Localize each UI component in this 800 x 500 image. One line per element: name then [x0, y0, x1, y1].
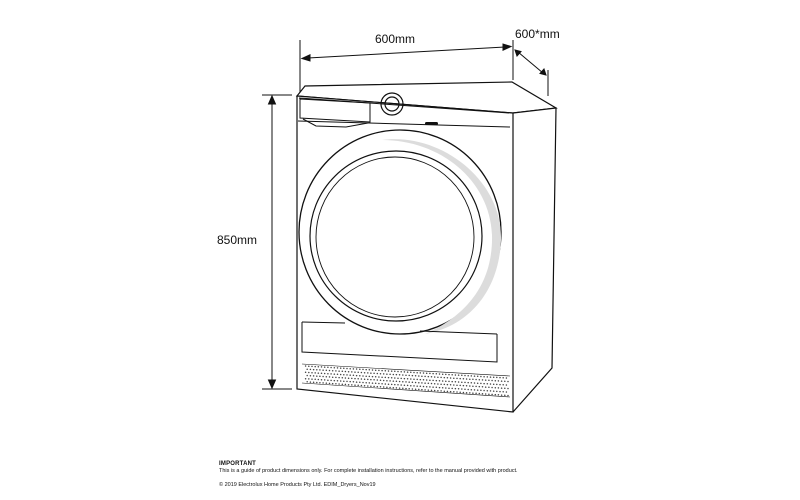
notes: IMPORTANT This is a guide of product dim…: [219, 461, 689, 489]
notes-heading: IMPORTANT: [219, 461, 257, 467]
control-panel: [297, 97, 511, 128]
height-label: 850mm: [217, 233, 257, 247]
height-dimension: [262, 94, 292, 390]
dryer-door: [298, 129, 502, 335]
program-dial-icon: [380, 92, 404, 116]
dryer-body: [295, 81, 558, 413]
notes-body: This is a guide of product dimensions on…: [219, 468, 518, 474]
depth-dimension: [512, 48, 549, 96]
door-inner-glass: [315, 156, 475, 318]
vent-dots: [304, 365, 509, 397]
lower-panel: [301, 321, 498, 363]
copyright-text: © 2019 Electrolux Home Products Pty Ltd.…: [219, 482, 376, 488]
ventilation-grille: [301, 363, 511, 398]
width-dimension: [299, 40, 514, 92]
door-outer-ring: [298, 129, 502, 335]
display-indicator: [425, 122, 438, 125]
width-label: 600mm: [375, 32, 415, 46]
door-glass: [309, 150, 483, 322]
depth-label: 600*mm: [515, 27, 560, 41]
